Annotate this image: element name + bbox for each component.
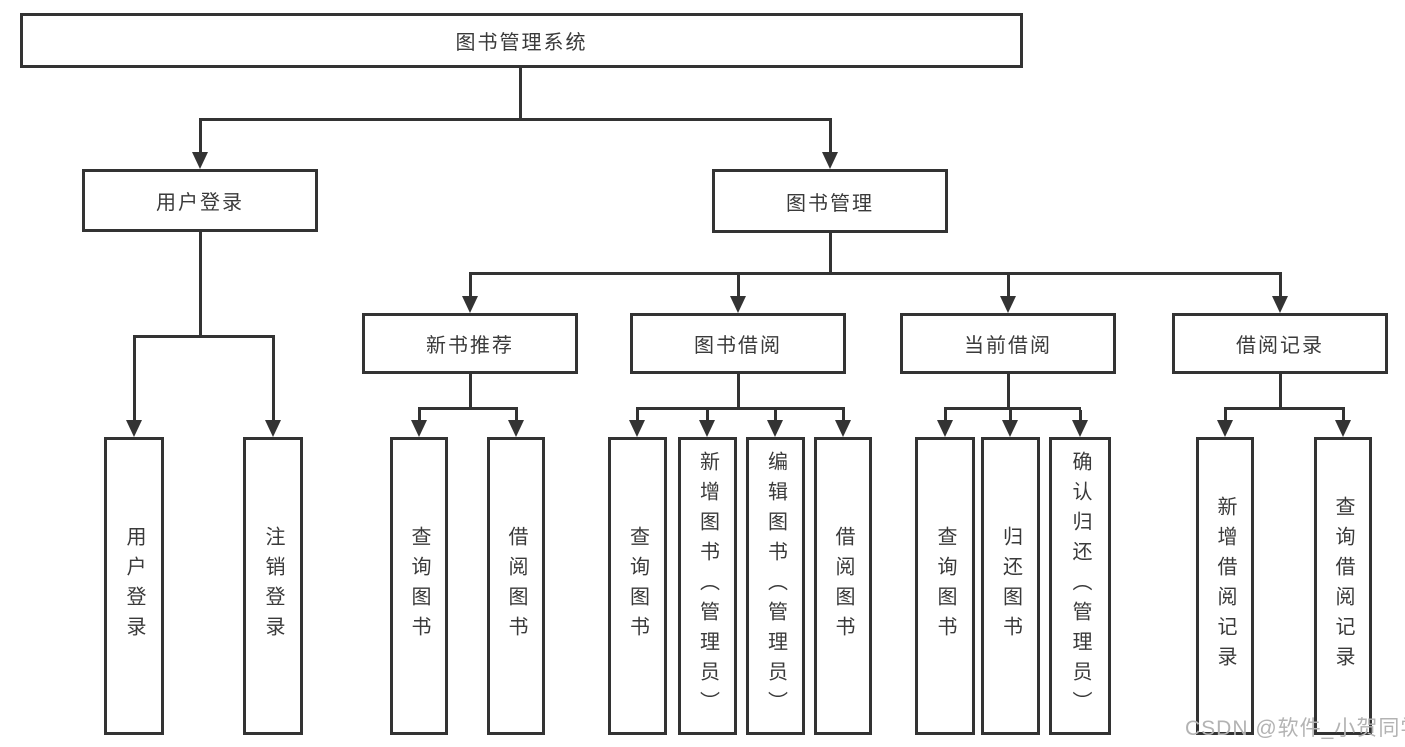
arrow-down-icon <box>192 152 208 169</box>
connector-line <box>133 335 275 338</box>
arrow-down-icon <box>508 420 524 437</box>
node-label: 新书推荐 <box>426 335 514 357</box>
node-library-management-system: 图书管理系统 <box>20 13 1023 68</box>
node-label: 查询图书 <box>626 526 649 646</box>
arrow-down-icon <box>1072 420 1088 437</box>
connector-line <box>737 275 740 296</box>
node-label: 新增借阅记录 <box>1214 496 1236 676</box>
arrow-down-icon <box>767 420 783 437</box>
connector-line <box>469 272 1282 275</box>
connector-line <box>829 233 832 275</box>
connector-line <box>199 232 202 338</box>
connector-line <box>944 410 947 420</box>
leaf-borrow-add-books-admin: 新增图书（管理员） <box>678 437 737 735</box>
connector-line <box>737 374 740 410</box>
connector-line <box>199 118 832 121</box>
arrow-down-icon <box>462 296 478 313</box>
connector-line <box>199 121 202 152</box>
arrow-down-icon <box>1335 420 1351 437</box>
arrow-down-icon <box>835 420 851 437</box>
arrow-down-icon <box>1000 296 1016 313</box>
leaf-newbook-borrow-books: 借阅图书 <box>487 437 545 735</box>
node-label: 图书管理 <box>786 192 874 215</box>
connector-line <box>774 410 777 420</box>
connector-line <box>272 338 275 420</box>
arrow-down-icon <box>265 420 281 437</box>
leaf-borrow-edit-books-admin: 编辑图书（管理员） <box>746 437 805 735</box>
connector-line <box>636 407 845 410</box>
node-label: 借阅图书 <box>832 526 854 646</box>
connector-line <box>1224 410 1227 420</box>
connector-line <box>1007 374 1010 410</box>
arrow-down-icon <box>411 420 427 437</box>
node-label: 图书借阅 <box>694 335 782 357</box>
arrow-down-icon <box>699 420 715 437</box>
connector-line <box>418 407 518 410</box>
node-book-borrowing: 图书借阅 <box>630 313 846 374</box>
node-user-login: 用户登录 <box>82 169 318 232</box>
node-label: 注销登录 <box>262 526 284 646</box>
arrow-down-icon <box>730 296 746 313</box>
arrow-down-icon <box>937 420 953 437</box>
connector-line <box>636 410 639 420</box>
leaf-borrow-query-books: 查询图书 <box>608 437 667 735</box>
csdn-watermark: CSDN @软件_小贺同学 <box>1185 717 1405 740</box>
connector-line <box>519 68 522 121</box>
leaf-current-return-books: 归还图书 <box>981 437 1040 735</box>
arrow-down-icon <box>1217 420 1233 437</box>
arrow-down-icon <box>126 420 142 437</box>
connector-line <box>1279 275 1282 296</box>
leaf-newbook-query-books: 查询图书 <box>390 437 448 735</box>
node-label: 编辑图书（管理员） <box>764 451 787 721</box>
connector-line <box>944 407 1081 410</box>
node-book-management: 图书管理 <box>712 169 948 233</box>
node-new-book-recommendation: 新书推荐 <box>362 313 578 374</box>
node-label: 查询图书 <box>408 526 430 646</box>
connector-line <box>1279 374 1282 410</box>
node-label: 当前借阅 <box>964 335 1052 357</box>
connector-line <box>469 374 472 410</box>
node-label: 新增图书（管理员） <box>696 451 719 721</box>
connector-line <box>1224 407 1345 410</box>
node-label: 用户登录 <box>123 526 145 646</box>
arrow-down-icon <box>1002 420 1018 437</box>
node-label: 查询图书 <box>934 526 956 646</box>
connector-line <box>133 338 136 420</box>
node-current-borrowing: 当前借阅 <box>900 313 1116 374</box>
node-label: 确认归还（管理员） <box>1069 451 1091 721</box>
leaf-records-query-borrow-record: 查询借阅记录 <box>1314 437 1372 735</box>
connector-line <box>1007 275 1010 296</box>
node-label: 用户登录 <box>156 192 244 214</box>
connector-line <box>842 410 845 420</box>
connector-line <box>706 410 709 420</box>
node-label: 借阅记录 <box>1236 335 1324 357</box>
connector-line <box>515 410 518 420</box>
arrow-down-icon <box>1272 296 1288 313</box>
leaf-current-query-books: 查询图书 <box>915 437 975 735</box>
node-label: 归还图书 <box>999 526 1022 646</box>
leaf-records-add-borrow-record: 新增借阅记录 <box>1196 437 1254 735</box>
connector-line <box>1342 410 1345 420</box>
node-label: 借阅图书 <box>505 526 527 646</box>
connector-line <box>1009 410 1012 420</box>
arrow-down-icon <box>629 420 645 437</box>
leaf-current-confirm-return-admin: 确认归还（管理员） <box>1049 437 1111 735</box>
arrow-down-icon <box>822 152 838 169</box>
connector-line <box>829 121 832 152</box>
leaf-logout: 注销登录 <box>243 437 303 735</box>
node-borrowing-records: 借阅记录 <box>1172 313 1388 374</box>
leaf-borrow-borrow-books: 借阅图书 <box>814 437 872 735</box>
connector-line <box>1079 410 1082 420</box>
node-label: 查询借阅记录 <box>1332 496 1354 676</box>
connector-line <box>418 410 421 420</box>
node-label: 图书管理系统 <box>455 32 588 54</box>
leaf-user-login: 用户登录 <box>104 437 164 735</box>
connector-line <box>469 275 472 296</box>
